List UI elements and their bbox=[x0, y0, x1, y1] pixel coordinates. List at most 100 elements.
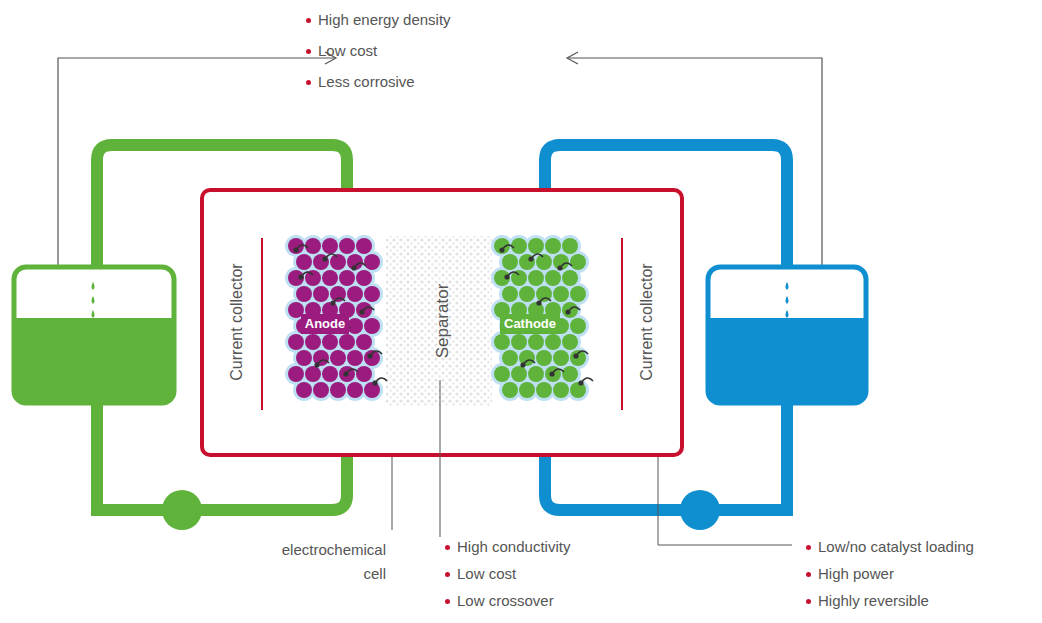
particle bbox=[347, 350, 363, 366]
particle bbox=[519, 286, 535, 302]
particle bbox=[567, 379, 589, 401]
particle bbox=[511, 334, 527, 350]
particle bbox=[339, 238, 355, 254]
particle bbox=[553, 254, 569, 270]
particle bbox=[553, 382, 569, 398]
particle bbox=[494, 238, 510, 254]
callout-text: electrochemical cell bbox=[268, 538, 386, 586]
particle bbox=[339, 270, 355, 286]
particle bbox=[553, 286, 569, 302]
particle bbox=[347, 254, 363, 270]
particle bbox=[327, 379, 349, 401]
particle bbox=[367, 353, 372, 358]
particle bbox=[314, 362, 319, 367]
particle bbox=[533, 379, 555, 401]
particle bbox=[293, 247, 298, 252]
particle bbox=[356, 366, 372, 382]
bullet-dot bbox=[806, 599, 811, 604]
particle bbox=[347, 318, 363, 334]
pump bbox=[680, 490, 720, 530]
particle bbox=[310, 379, 332, 401]
current-collector bbox=[621, 238, 623, 410]
particle bbox=[502, 254, 518, 270]
particle bbox=[364, 254, 380, 270]
bullet-dot bbox=[445, 599, 450, 604]
bullet-dot bbox=[806, 572, 811, 577]
particle bbox=[296, 286, 312, 302]
particle bbox=[499, 379, 521, 401]
particle bbox=[499, 247, 504, 252]
particle bbox=[288, 366, 304, 382]
separator-text: Separator bbox=[433, 284, 453, 359]
tank bbox=[708, 267, 866, 403]
particle bbox=[356, 334, 372, 350]
particle bbox=[528, 256, 533, 261]
electrode-tag: Anode bbox=[301, 314, 349, 334]
particle bbox=[288, 238, 304, 254]
particle bbox=[528, 366, 544, 382]
electrolyte bbox=[14, 318, 174, 403]
part-name: Current collector bbox=[228, 263, 246, 380]
bullet-text: High energy density bbox=[318, 11, 451, 29]
particle bbox=[296, 382, 312, 398]
particle bbox=[322, 270, 338, 286]
particle bbox=[344, 379, 366, 401]
particle bbox=[536, 300, 541, 305]
leader-line bbox=[392, 457, 393, 530]
particle bbox=[536, 286, 552, 302]
particle bbox=[372, 380, 377, 385]
particle bbox=[313, 382, 329, 398]
particle bbox=[519, 382, 535, 398]
particle bbox=[570, 286, 586, 302]
particle bbox=[305, 238, 321, 254]
particle bbox=[557, 265, 562, 270]
arrow-head bbox=[567, 52, 578, 64]
electrode-particles bbox=[285, 235, 593, 401]
particle bbox=[322, 238, 338, 254]
separator-band: Separator bbox=[433, 284, 453, 359]
leader-line bbox=[658, 457, 792, 545]
particle bbox=[502, 350, 518, 366]
particle bbox=[545, 334, 561, 350]
particle bbox=[305, 366, 321, 382]
particle bbox=[562, 270, 578, 286]
bullet-dot bbox=[306, 80, 311, 85]
particle bbox=[347, 382, 363, 398]
bullet-text: Highly reversible bbox=[818, 592, 929, 610]
pump bbox=[162, 490, 202, 530]
bullet-dot bbox=[806, 545, 811, 550]
particle bbox=[578, 380, 583, 385]
particle bbox=[296, 254, 312, 270]
particle bbox=[550, 379, 572, 401]
bullet-text: Low/no catalyst loading bbox=[818, 538, 974, 556]
particle bbox=[511, 238, 527, 254]
particle bbox=[528, 270, 544, 286]
particle bbox=[330, 300, 335, 305]
bullet-text: Less corrosive bbox=[318, 73, 415, 91]
electrolyte bbox=[708, 318, 866, 403]
particle bbox=[494, 334, 510, 350]
particle bbox=[305, 334, 321, 350]
particle bbox=[545, 238, 561, 254]
particle bbox=[562, 366, 578, 382]
particle bbox=[293, 379, 315, 401]
anode-label: Anode bbox=[301, 314, 349, 334]
particle bbox=[536, 254, 552, 270]
particle bbox=[361, 379, 383, 401]
bullet-dot bbox=[445, 572, 450, 577]
bullet-dot bbox=[306, 18, 311, 23]
particle bbox=[356, 238, 372, 254]
particle bbox=[356, 270, 372, 286]
particle bbox=[364, 382, 380, 398]
particle bbox=[298, 274, 303, 279]
particle bbox=[570, 318, 586, 334]
particle bbox=[351, 265, 356, 270]
tank bbox=[14, 267, 174, 403]
particle bbox=[494, 270, 510, 286]
particle bbox=[502, 286, 518, 302]
particle bbox=[528, 334, 544, 350]
particle bbox=[359, 309, 364, 314]
particle bbox=[339, 334, 355, 350]
particle bbox=[364, 318, 380, 334]
